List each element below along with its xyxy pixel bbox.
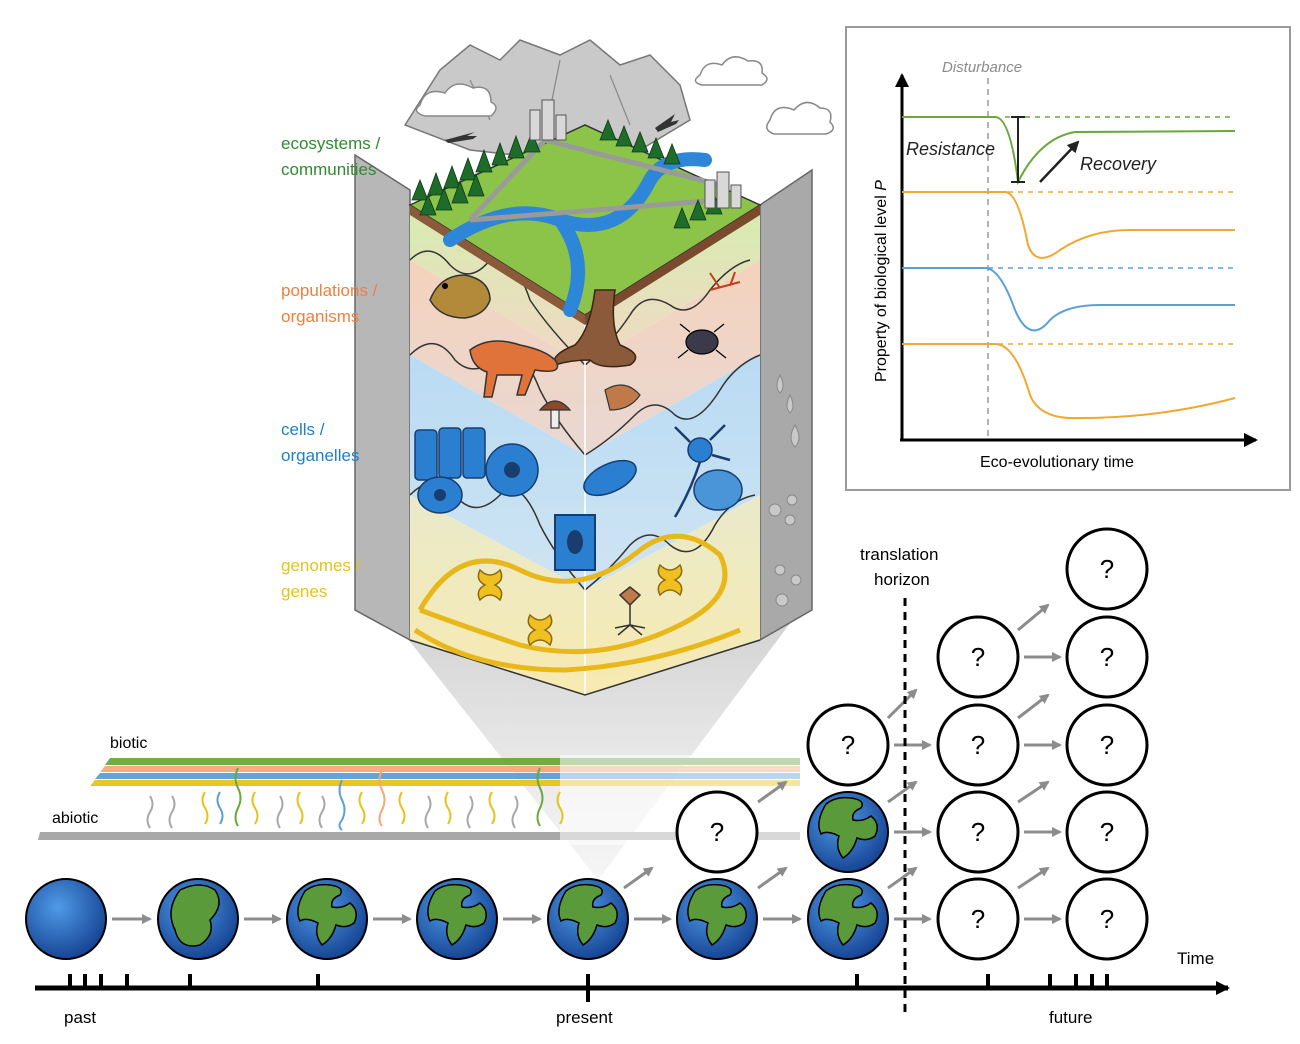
earth-icon-pangaea (157, 878, 239, 960)
earth-icon (286, 878, 368, 960)
flow-arrow (1017, 780, 1050, 804)
curve-orange-2 (902, 343, 1236, 420)
unknown-node: ? (936, 615, 1020, 699)
mosquito-icon (709, 271, 741, 291)
label-cells-line2: organelles (281, 446, 359, 465)
unknown-symbol: ? (971, 904, 985, 934)
unknown-node: ? (936, 790, 1020, 874)
label-populations-line1: populations / (281, 281, 378, 300)
biological-levels-block (354, 99, 813, 696)
block-left-wall (354, 153, 411, 642)
airplane-icon (655, 114, 679, 132)
beetle-icon (677, 323, 727, 359)
level-labels: ecosystems / communities populations / o… (281, 134, 380, 601)
unknown-symbol: ? (1100, 904, 1114, 934)
flow-arrow (757, 780, 788, 804)
unknown-node: ? (806, 703, 890, 787)
inset-frame (845, 26, 1291, 491)
unknown-node: ? (936, 703, 1020, 787)
biotic-label: biotic (110, 735, 147, 752)
fox-icon (469, 340, 559, 398)
flow-arrow (887, 780, 918, 804)
unknown-symbol: ? (971, 817, 985, 847)
label-genomes-line1: genomes / (281, 556, 361, 575)
inset-xlabel: Eco-evolutionary time (980, 454, 1134, 471)
zoom-beam (385, 610, 800, 880)
earth-icon-early (25, 878, 107, 960)
neuron-icon (673, 424, 731, 518)
flow-arrow (886, 688, 918, 720)
earth-icon (547, 878, 629, 960)
chromosome-icon (477, 563, 683, 647)
unknown-future-nodes: ??????????? (675, 527, 1149, 961)
mushroom-icon (538, 384, 641, 429)
unknown-symbol: ? (971, 642, 985, 672)
modern-earths (286, 791, 889, 960)
future-label: future (1049, 1008, 1092, 1027)
unknown-node: ? (936, 877, 1020, 961)
recovery-arrow (1039, 140, 1080, 183)
flow-arrow (623, 866, 654, 890)
unknown-symbol: ? (841, 730, 855, 760)
label-genomes-line2: genes (281, 582, 327, 601)
molecule-icon (768, 494, 802, 607)
cell-icon (417, 443, 743, 514)
label-ecosystems-line1: ecosystems / (281, 134, 380, 153)
airplane-icon (445, 132, 477, 143)
time-label: Time (1177, 949, 1214, 968)
cloud-icon (415, 56, 834, 135)
frog-icon (429, 274, 491, 319)
unknown-symbol: ? (1100, 642, 1114, 672)
recovery-label: Recovery (1080, 154, 1157, 174)
label-cells-line1: cells / (281, 420, 325, 439)
time-axis: past present future Time (35, 949, 1230, 1027)
abiotic-label: abiotic (52, 810, 98, 827)
unknown-symbol: ? (971, 730, 985, 760)
earth-icon (676, 878, 758, 960)
label-populations-line2: organisms (281, 307, 359, 326)
earth-icon (416, 878, 498, 960)
label-ecosystems-line2: communities (281, 160, 376, 179)
translation-horizon-label-line2: horizon (874, 570, 930, 589)
unknown-node: ? (1065, 703, 1149, 787)
inset-panel: Disturbance Resistance Recovery Property… (845, 26, 1291, 491)
curve-blue (902, 267, 1235, 332)
disturbance-label: Disturbance (942, 59, 1022, 76)
unknown-node: ? (1065, 527, 1149, 611)
flow-arrow (757, 866, 788, 890)
resistance-label: Resistance (906, 139, 995, 159)
water-drop-icon (776, 373, 800, 448)
epithelial-cells-icon (414, 427, 486, 481)
flow-arrow (1017, 603, 1050, 632)
translation-horizon-label-line1: translation (860, 545, 938, 564)
city-icon (529, 99, 742, 209)
flow-arrow (887, 866, 918, 890)
curve-orange-1 (902, 191, 1235, 259)
unknown-symbol: ? (1100, 730, 1114, 760)
earth-icon (807, 791, 889, 873)
unknown-node: ? (1065, 790, 1149, 874)
unknown-symbol: ? (710, 817, 724, 847)
flow-arrows (112, 603, 1062, 924)
earth-icon (807, 878, 889, 960)
unknown-node: ? (1065, 615, 1149, 699)
unknown-node: ? (1065, 877, 1149, 961)
inset-ylabel: Property of biological level P (873, 180, 890, 382)
unknown-symbol: ? (1100, 817, 1114, 847)
flow-arrow (1017, 866, 1050, 890)
dna-helix (417, 533, 728, 655)
present-label: present (556, 1008, 613, 1027)
flow-arrow (1017, 693, 1050, 720)
plant-cell-icon (554, 514, 596, 571)
virus-icon (614, 586, 646, 636)
unknown-node: ? (675, 790, 759, 874)
block-right-wall (759, 168, 813, 642)
unknown-symbol: ? (1100, 554, 1114, 584)
tree-trunk (553, 289, 637, 368)
earth-nodes (25, 878, 239, 960)
forest (411, 118, 723, 229)
past-label: past (64, 1008, 96, 1027)
